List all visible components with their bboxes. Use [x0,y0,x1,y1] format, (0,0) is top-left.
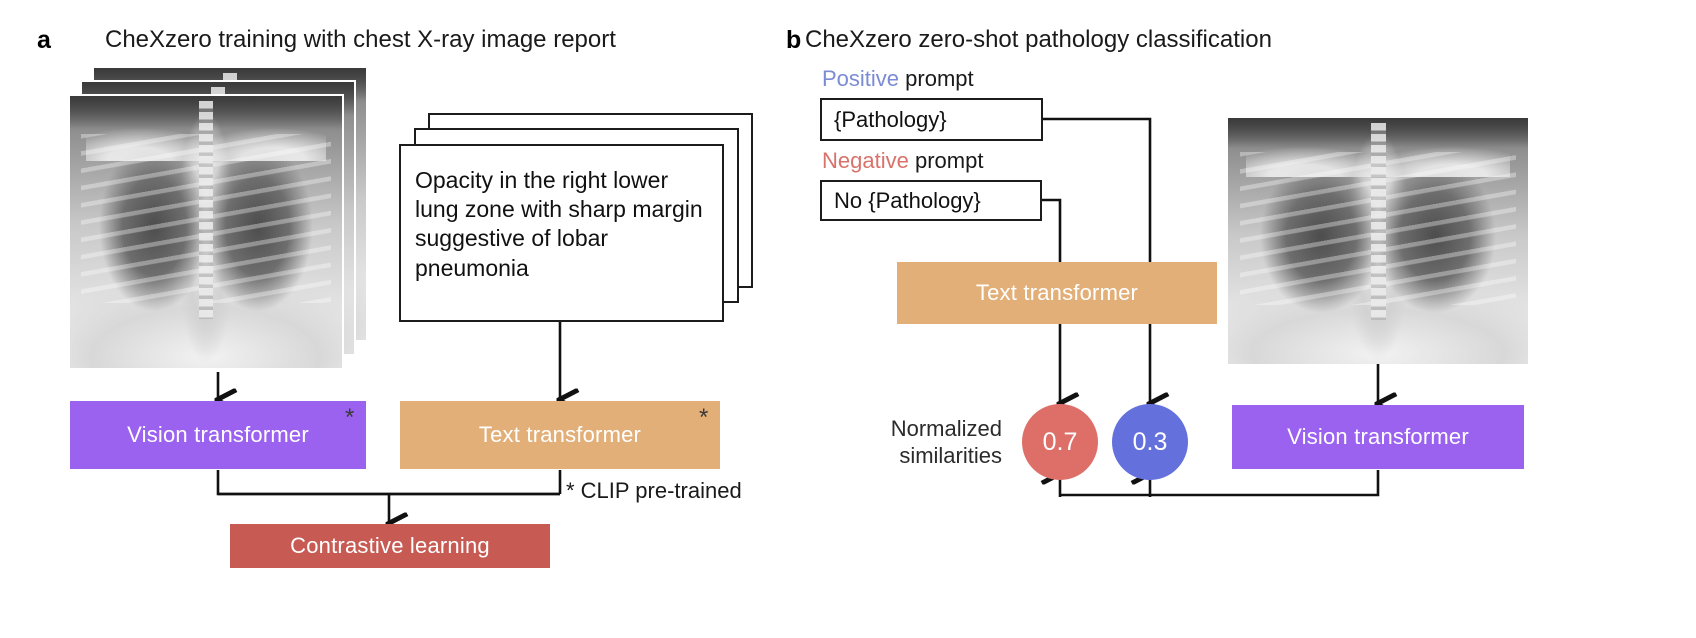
xray-layer-front [68,94,344,370]
similarity-negative-circle[interactable]: 0.3 [1112,404,1188,480]
clip-star-vision: * [345,404,355,431]
contrastive-learning-label: Contrastive learning [290,533,490,558]
panel-b-letter: b [786,26,802,54]
negative-prompt-value: No {Pathology} [834,187,981,213]
clip-star-text: * [699,404,709,431]
positive-prompt-input[interactable]: {Pathology} [820,98,1043,141]
text-transformer-box-a[interactable]: Text transformer [400,401,720,469]
positive-prompt-suffix: prompt [899,66,974,91]
positive-prompt-caption: Positive prompt [822,66,974,92]
vision-transformer-box-a[interactable]: Vision transformer [70,401,366,469]
wire-vision-to-circles [1060,470,1380,497]
positive-prompt-value: {Pathology} [834,106,947,132]
xray-query-image [1228,118,1528,364]
vision-transformer-label-a: Vision transformer [127,422,309,447]
clip-footnote: * CLIP pre-trained [566,478,742,503]
similarity-positive-value: 0.7 [1042,427,1078,456]
text-transformer-label-a: Text transformer [478,422,642,447]
negative-prompt-input[interactable]: No {Pathology} [820,180,1042,221]
similarity-negative-value: 0.3 [1132,427,1168,456]
panel-b-title: CheXzero zero-shot pathology classificat… [805,26,1272,53]
similarities-line-2: similarities [899,442,1002,468]
join-vision-branch [216,470,560,496]
vision-transformer-label-b: Vision transformer [1287,424,1469,449]
positive-keyword: Positive [822,66,900,91]
similarity-positive-circle[interactable]: 0.7 [1022,404,1098,480]
panel-a-letter: a [37,26,51,54]
xray-image-stack [68,66,370,370]
wire-negative-prompt [1042,198,1062,262]
vision-transformer-box-b[interactable]: Vision transformer [1232,405,1524,469]
negative-prompt-suffix: prompt [908,148,984,173]
negative-prompt-caption: Negative prompt [822,148,983,174]
text-transformer-box-b[interactable]: Text transformer [897,262,1217,324]
contrastive-learning-box[interactable]: Contrastive learning [230,524,550,568]
wire-positive-prompt [1043,117,1152,262]
report-sheet-front: Opacity in the right lower lung zone wit… [399,144,724,322]
similarities-line-1: Normalized [890,416,1002,441]
negative-keyword: Negative [822,148,909,173]
panel-a-title: CheXzero training with chest X-ray image… [105,26,616,53]
text-transformer-label-b: Text transformer [975,280,1139,305]
normalized-similarities-label: Normalized similarities [880,416,1002,470]
